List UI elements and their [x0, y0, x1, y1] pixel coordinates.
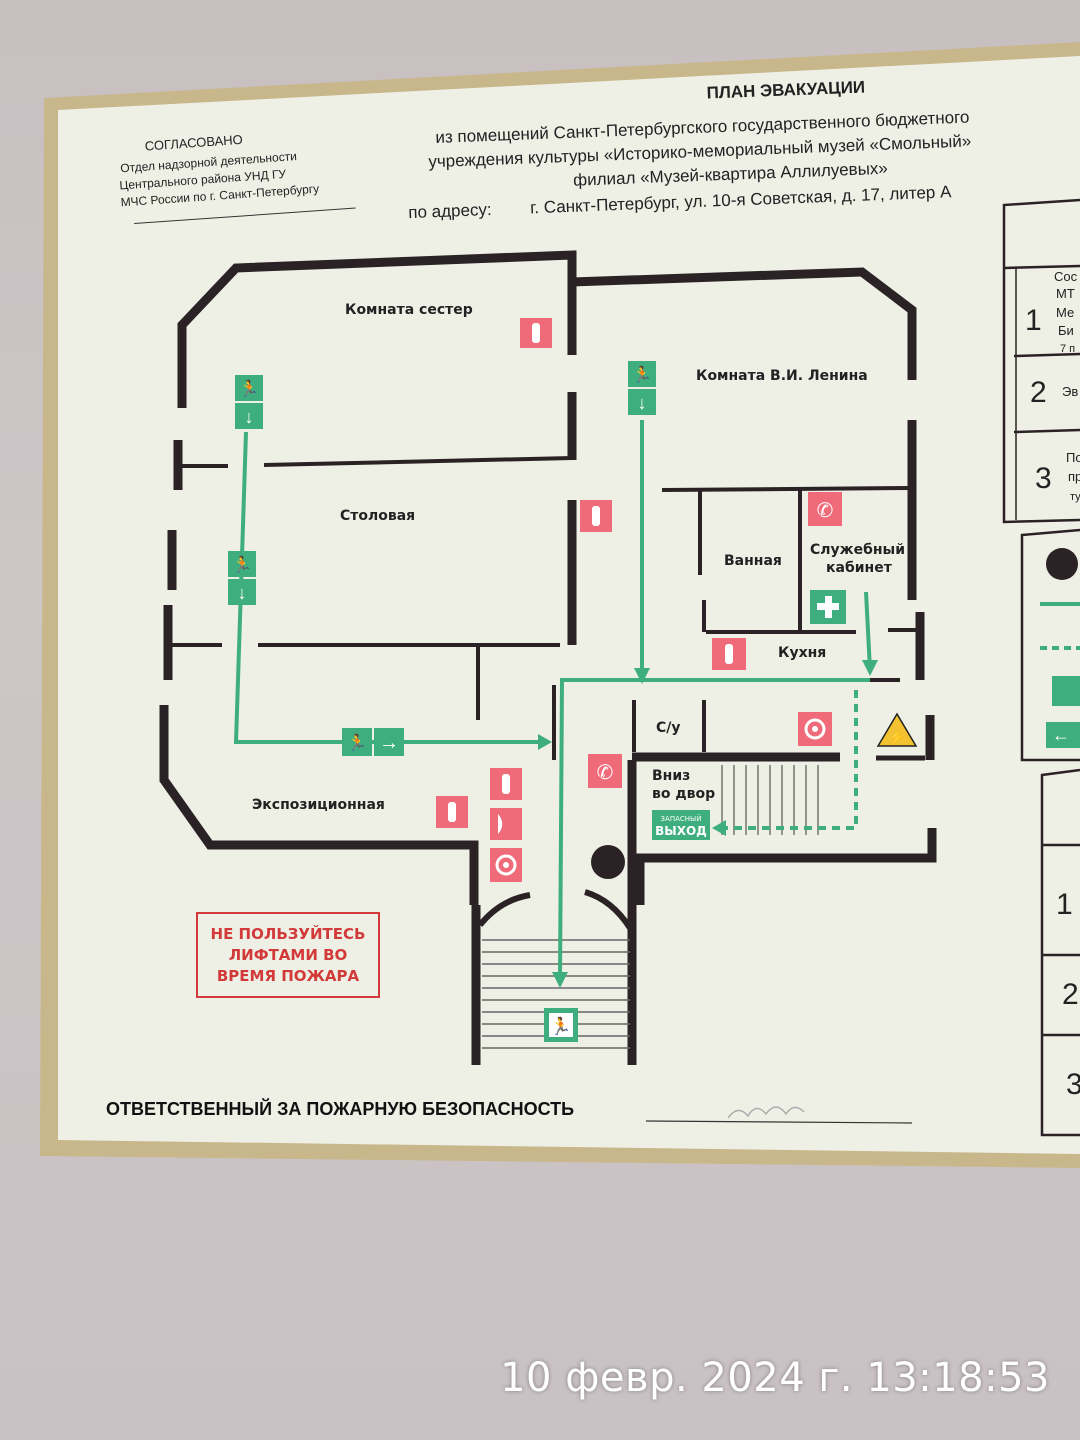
svg-text:ВЫХОД: ВЫХОД: [655, 824, 707, 838]
room-label-bath: Ванная: [724, 553, 782, 569]
legend-arrow-icon: [1046, 722, 1080, 748]
approval-title: СОГЛАСОВАНО: [144, 132, 243, 154]
room-label-office-2: кабинет: [826, 560, 893, 576]
address-label: по адресу:: [408, 200, 492, 222]
room-label-sisters: Комната сестер: [345, 302, 473, 318]
svg-text:Сос: Сос: [1054, 269, 1078, 284]
notice-line-2: ЛИФТАМИ ВО: [228, 946, 348, 964]
courtyard-stairs: [721, 765, 819, 835]
fire-extinguisher-icon: [580, 500, 612, 532]
no-elevator-notice: НЕ ПОЛЬЗУЙТЕСЬ ЛИФТАМИ ВО ВРЕМЯ ПОЖАРА: [196, 912, 380, 998]
svg-text:✆: ✆: [597, 762, 614, 784]
legend-table: [1002, 198, 1080, 1137]
label-down: Вниз: [652, 768, 690, 784]
room-label-office-1: Служебный: [810, 542, 905, 558]
fire-extinguisher-icon: [520, 318, 552, 348]
svg-text:3: 3: [1035, 462, 1052, 495]
fire-alarm-icon: [798, 712, 832, 746]
svg-text:⚡: ⚡: [888, 729, 905, 746]
notice-line-1: НЕ ПОЛЬЗУЙТЕСЬ: [210, 925, 366, 943]
svg-text:Би: Би: [1058, 323, 1074, 338]
svg-text:←: ←: [1052, 725, 1070, 745]
svg-text:пр: пр: [1068, 469, 1080, 484]
svg-text:🏃: 🏃: [232, 555, 252, 574]
svg-text:🏃: 🏃: [239, 379, 259, 398]
room-label-kitchen: Кухня: [778, 645, 826, 661]
room-label-lenin: Комната В.И. Ленина: [696, 368, 868, 384]
svg-text:1: 1: [1025, 304, 1042, 337]
room-label-dining: Столовая: [340, 508, 415, 524]
phone-icon: ✆: [808, 492, 842, 526]
notice-line-3: ВРЕМЯ ПОЖАРА: [216, 967, 360, 985]
exit-sign: 🏃 →: [342, 728, 404, 756]
phone-icon: ✆: [588, 754, 622, 788]
signature-scribble: [727, 1106, 805, 1119]
svg-text:↓: ↓: [638, 393, 647, 413]
evacuation-routes: [233, 420, 872, 981]
fire-extinguisher-icon: [436, 796, 468, 828]
svg-text:✆: ✆: [817, 500, 834, 522]
first-aid-icon: [810, 590, 846, 624]
exit-sign: 🏃 ↓: [228, 551, 256, 605]
svg-text:🏃: 🏃: [347, 733, 367, 752]
signature-line: [645, 1120, 913, 1124]
svg-text:→: →: [379, 732, 399, 754]
exit-door-sign: 🏃: [544, 1008, 578, 1042]
electrical-hazard-icon: ⚡: [876, 712, 918, 747]
fire-extinguisher-icon: [490, 768, 522, 800]
room-label-exhibit: Экспозиционная: [252, 797, 385, 813]
spare-exit-route: [720, 690, 858, 830]
svg-text:🏃: 🏃: [632, 365, 652, 384]
exit-sign: 🏃 ↓: [628, 361, 656, 415]
svg-text:7 п: 7 п: [1060, 343, 1075, 355]
fire-hose-icon: [490, 808, 522, 840]
svg-text:ЗАПАСНЫЙ: ЗАПАСНЫЙ: [661, 814, 702, 823]
svg-text:Эв: Эв: [1062, 384, 1078, 399]
svg-text:2: 2: [1062, 978, 1079, 1011]
svg-text:↓: ↓: [245, 407, 254, 427]
responsible-label: ОТВЕТСТВЕННЫЙ ЗА ПОЖАРНУЮ БЕЗОПАСНОСТЬ: [106, 1098, 574, 1119]
label-to-yard: во двор: [652, 786, 715, 802]
svg-text:МТ: МТ: [1056, 286, 1075, 301]
legend-exit-icon: [1052, 676, 1080, 706]
walls: [159, 250, 937, 1065]
svg-text:Ме: Ме: [1056, 305, 1074, 320]
legend-you-are-here-icon: [1046, 548, 1078, 580]
svg-text:1: 1: [1056, 888, 1073, 921]
svg-text:По: По: [1066, 450, 1080, 465]
you-are-here-marker: [591, 845, 625, 879]
exit-sign: 🏃 ↓: [235, 375, 263, 429]
spare-exit-sign: ЗАПАСНЫЙ ВЫХОД: [652, 810, 710, 840]
svg-text:ту: ту: [1070, 491, 1080, 503]
fire-alarm-icon: [490, 848, 522, 882]
approval-signature-line: [134, 207, 356, 225]
photo-timestamp: 10 февр. 2024 г. 13:18:53: [500, 1355, 1050, 1401]
fire-extinguisher-icon: [712, 638, 746, 670]
room-label-wc: С/у: [656, 720, 681, 736]
svg-text:🏃: 🏃: [550, 1016, 571, 1036]
svg-text:2: 2: [1030, 376, 1047, 409]
svg-text:↓: ↓: [238, 583, 247, 603]
svg-text:3: 3: [1066, 1068, 1080, 1101]
